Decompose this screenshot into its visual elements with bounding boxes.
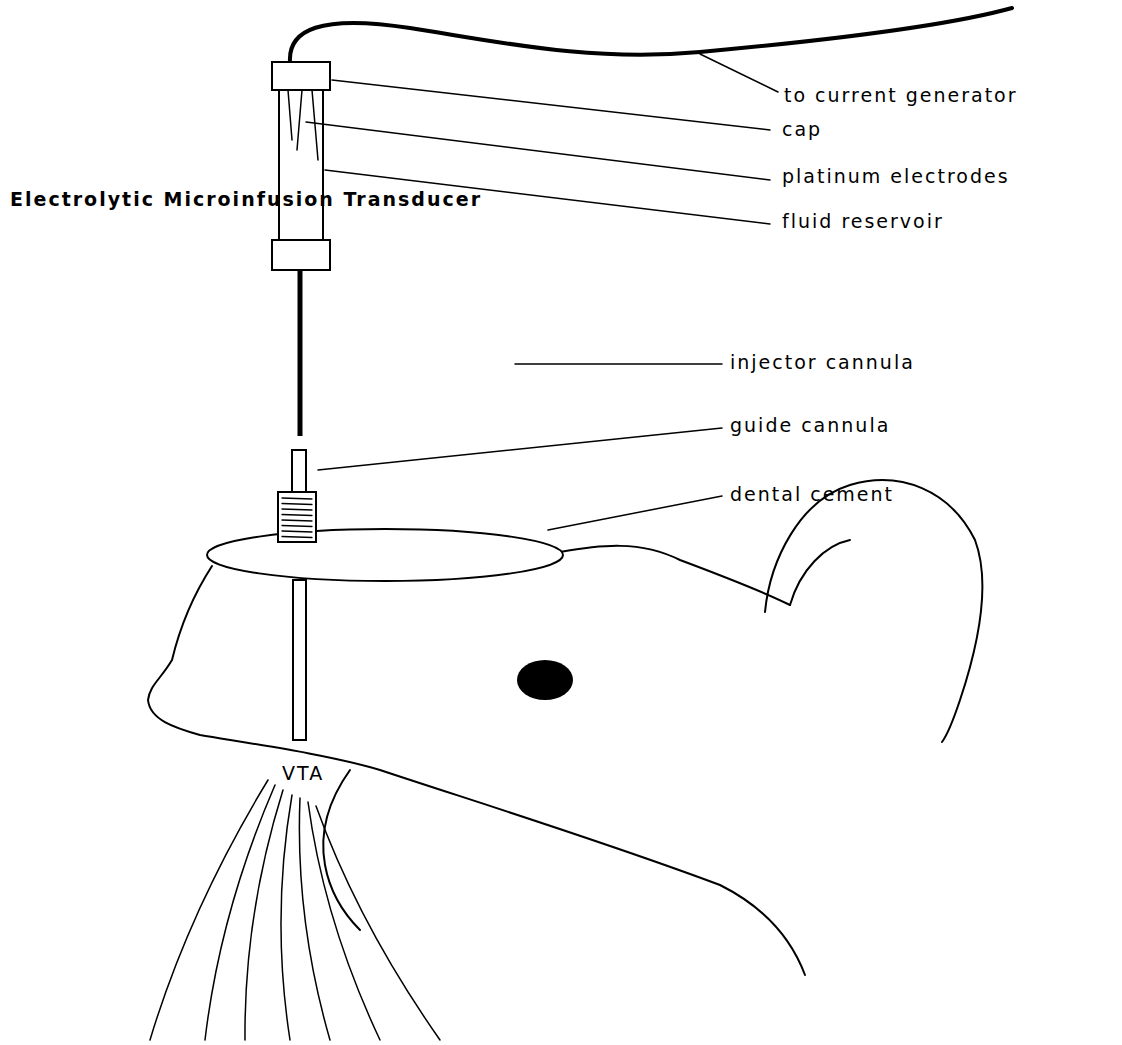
collar-thread	[282, 515, 312, 516]
leader-line	[700, 54, 778, 92]
collar-thread	[282, 520, 312, 521]
wire	[290, 8, 1012, 62]
part-label: dental cement	[730, 483, 894, 506]
leader-line	[515, 363, 722, 365]
rat-head	[323, 770, 360, 930]
collar-thread	[282, 537, 312, 538]
figure-title: Electrolytic Microinfusion Transducer	[10, 188, 482, 211]
leader-line	[332, 80, 770, 130]
part-label: cap	[782, 118, 822, 141]
collar-thread	[282, 509, 312, 510]
wire-label: to current generator	[784, 84, 1018, 107]
collar-thread	[282, 526, 312, 527]
cap	[272, 240, 330, 270]
whisker	[205, 785, 275, 1040]
eye	[517, 660, 573, 700]
whisker	[150, 780, 268, 1040]
region-label: VTA	[282, 762, 324, 785]
rat-head	[148, 566, 805, 975]
electrode	[288, 90, 292, 140]
cannula-collar	[278, 492, 316, 542]
cap	[272, 62, 330, 90]
leader-line	[306, 122, 770, 180]
collar-thread	[282, 498, 312, 499]
guide-cannula	[292, 450, 306, 492]
part-label: platinum electrodes	[782, 165, 1010, 188]
electrode	[312, 90, 318, 160]
collar-thread	[282, 531, 312, 532]
leader-line	[318, 428, 722, 470]
collar-thread	[282, 504, 312, 505]
part-label: fluid reservoir	[782, 210, 944, 233]
leader-line	[548, 496, 722, 530]
guide-cannula-shaft	[293, 580, 306, 740]
rat-head	[560, 546, 790, 605]
dental-cement	[207, 529, 563, 581]
whisker	[316, 806, 440, 1040]
ear	[790, 540, 850, 605]
part-label: injector cannula	[730, 351, 915, 374]
part-label: guide cannula	[730, 414, 890, 437]
fluid-reservoir	[279, 90, 323, 240]
whisker	[299, 798, 330, 1040]
electrode	[297, 90, 302, 150]
injector-cannula	[298, 270, 303, 436]
whisker	[281, 795, 292, 1040]
whisker	[308, 802, 380, 1040]
whisker	[245, 790, 283, 1040]
ear	[765, 480, 982, 742]
